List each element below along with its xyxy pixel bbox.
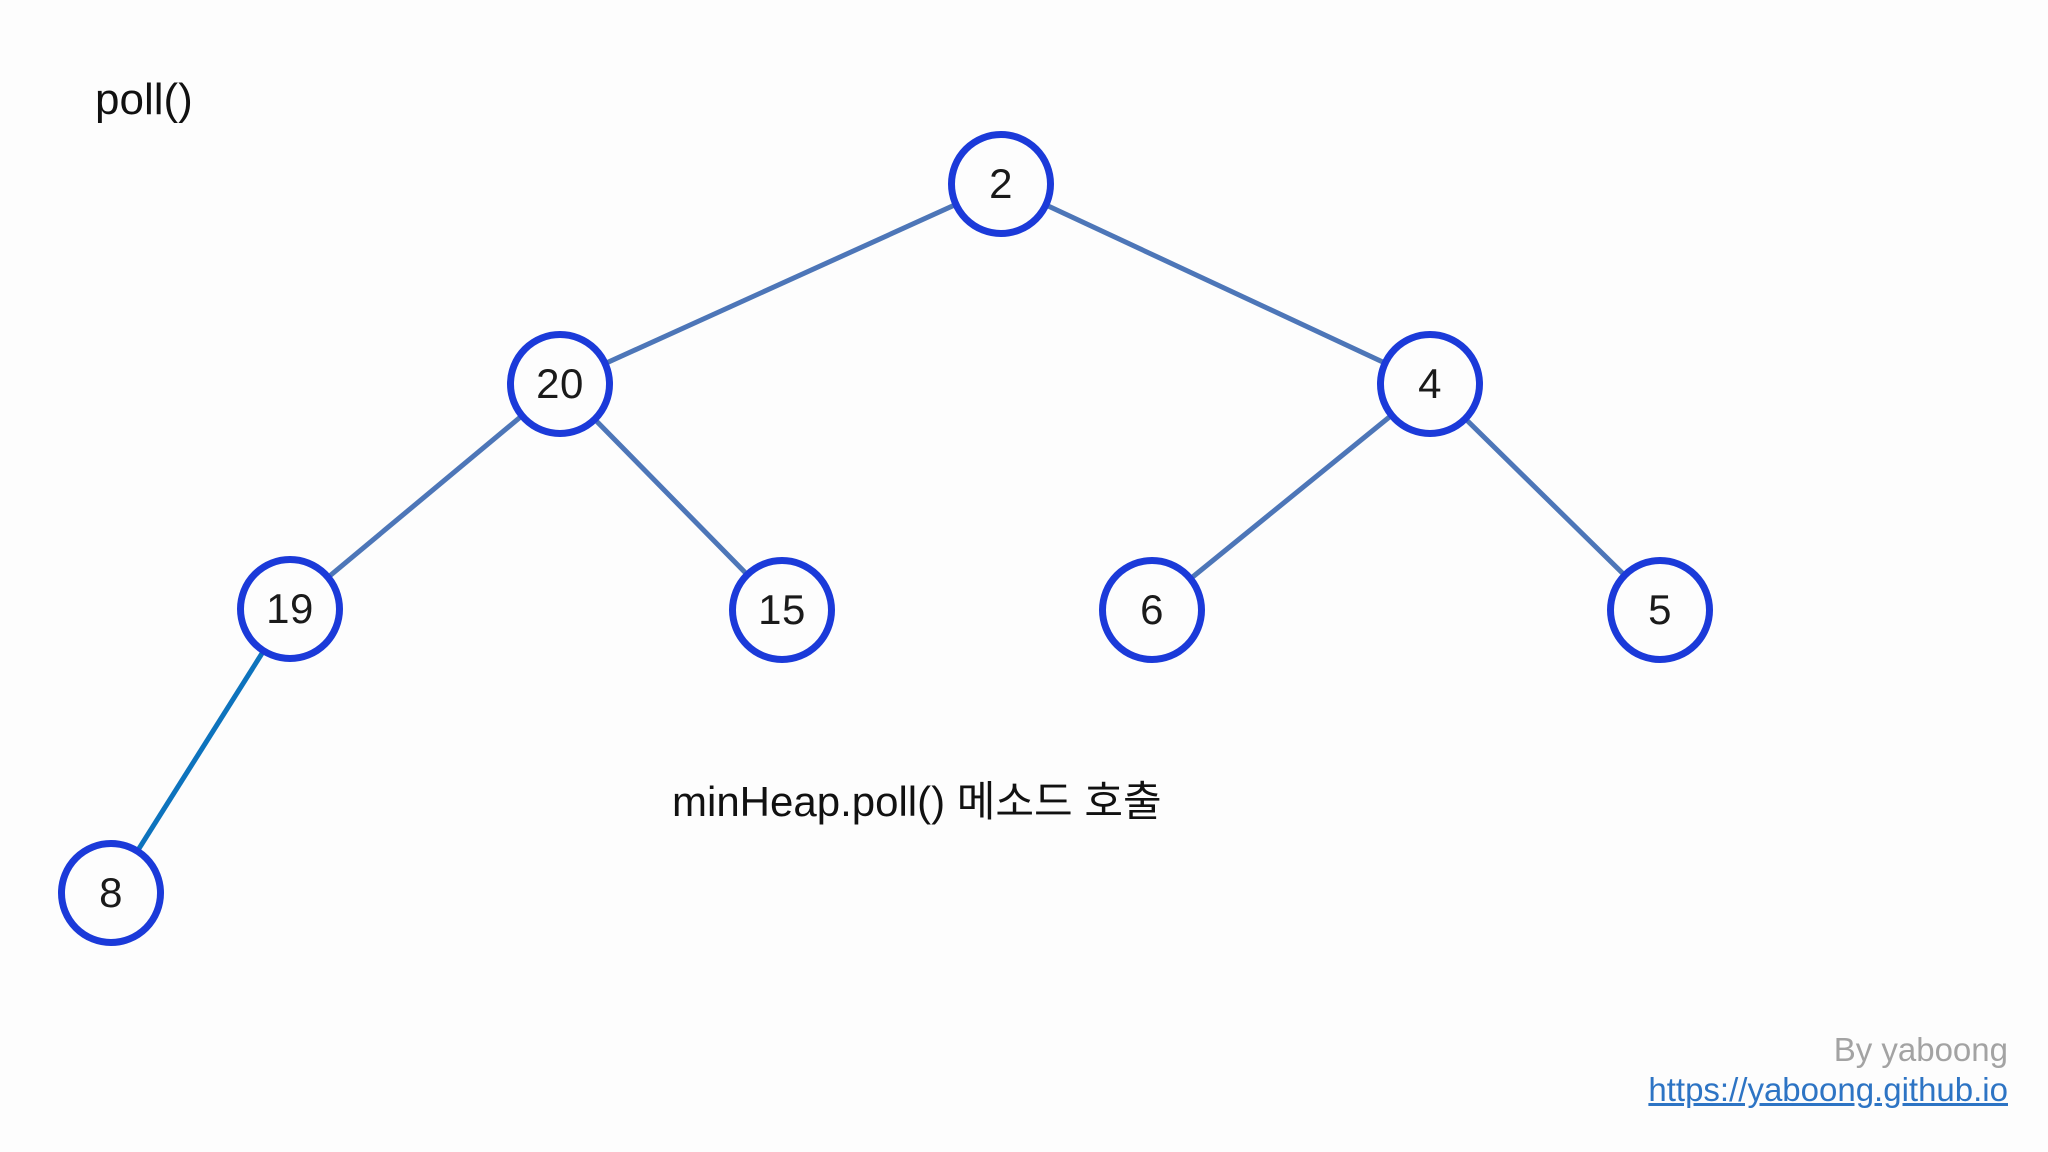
- node-value: 15: [758, 586, 806, 633]
- tree-node-15: 15: [729, 557, 835, 663]
- edge-20-19: [288, 382, 562, 611]
- tree-node-2: 2: [948, 131, 1054, 237]
- node-value: 6: [1140, 586, 1164, 633]
- node-value: 8: [99, 869, 123, 916]
- node-value: 5: [1648, 586, 1672, 633]
- caption-text: minHeap.poll() 메소드 호출: [672, 778, 1162, 825]
- tree-node-8: 8: [58, 840, 164, 946]
- operation-label: poll(): [95, 75, 193, 124]
- edge-2-4: [999, 181, 1432, 387]
- tree-node-6: 6: [1099, 557, 1205, 663]
- tree-node-20: 20: [507, 331, 613, 437]
- node-value: 2: [989, 160, 1013, 207]
- edge-4-6: [1150, 382, 1432, 612]
- edge-2-20: [558, 181, 1003, 387]
- attribution: By yaboong https://yaboong.github.io: [1648, 1030, 2008, 1110]
- author-credit: By yaboong: [1833, 1031, 2008, 1068]
- tree-node-5: 5: [1607, 557, 1713, 663]
- tree-node-4: 4: [1377, 331, 1483, 437]
- tree-node-19: 19: [237, 556, 343, 662]
- node-value: 19: [266, 585, 314, 632]
- node-value: 4: [1418, 360, 1442, 407]
- edge-19-8-highlighted: [108, 607, 293, 895]
- author-site-link[interactable]: https://yaboong.github.io: [1648, 1071, 2008, 1108]
- node-value: 20: [536, 360, 584, 407]
